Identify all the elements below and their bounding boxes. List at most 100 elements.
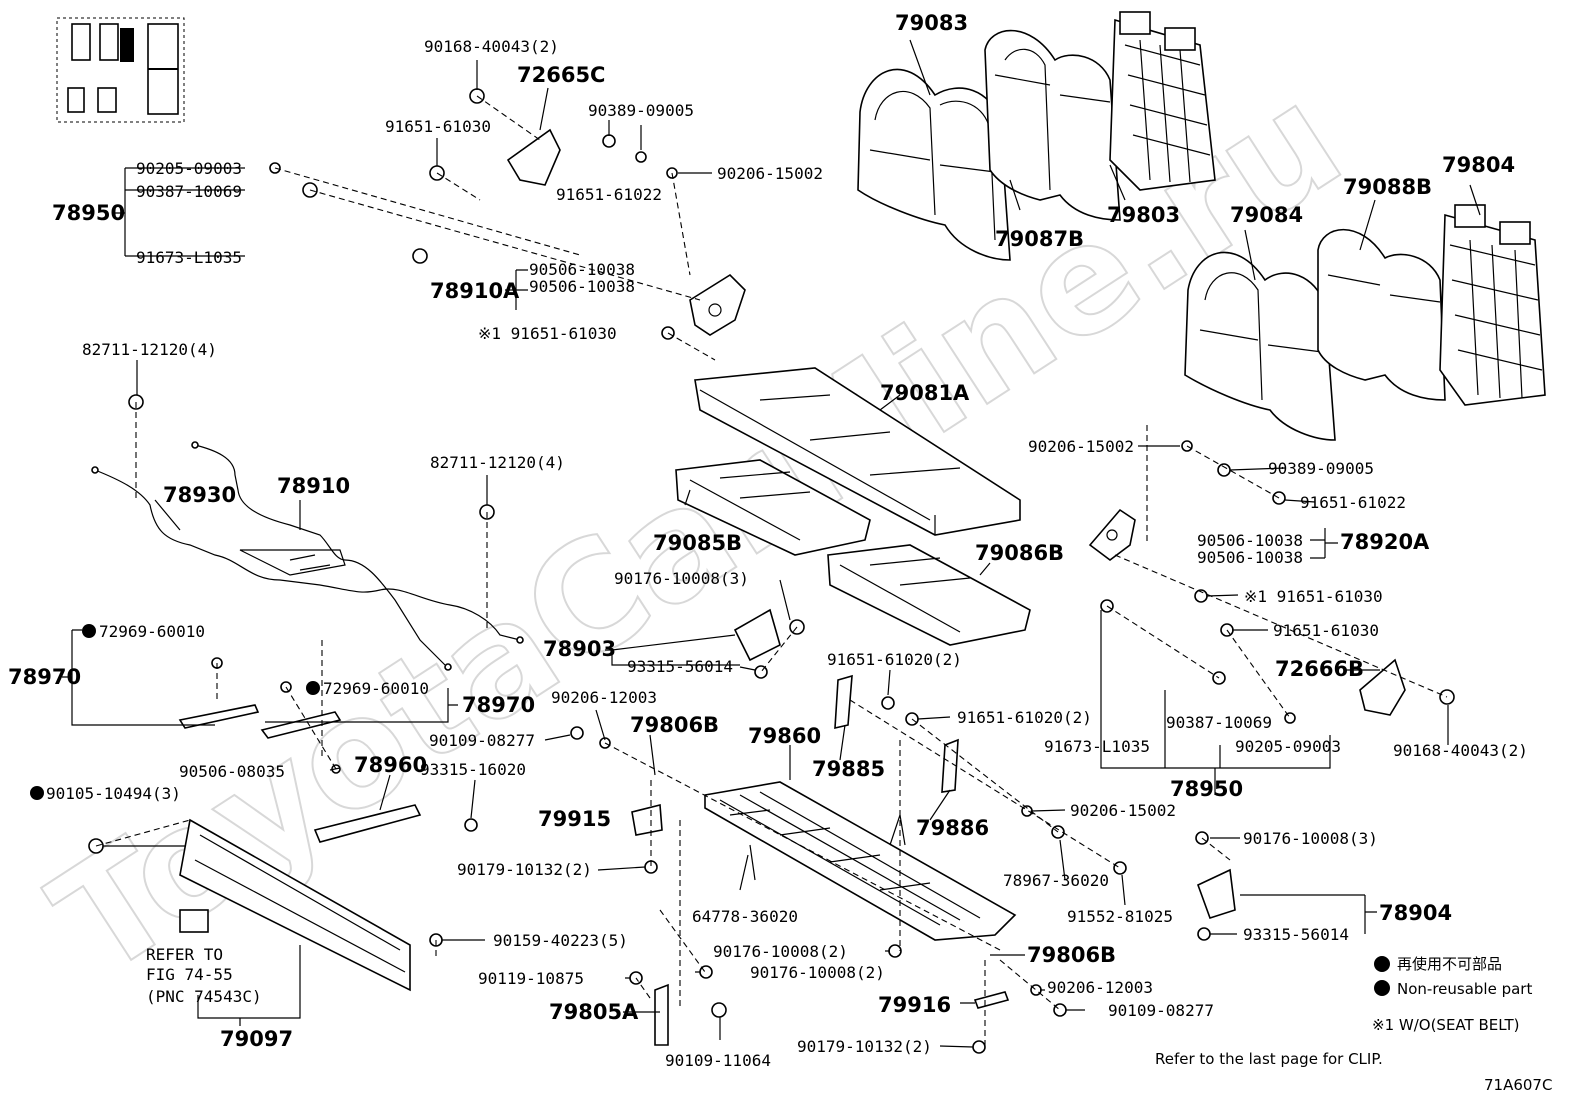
part-label: 90206-15002 xyxy=(1028,437,1134,456)
big-label: 78970 xyxy=(462,693,535,717)
legend-jp: 再使用不可部品 xyxy=(1397,955,1502,973)
hinge-bracket-78910A xyxy=(689,273,746,336)
hinge-bracket-78920A xyxy=(1088,508,1136,561)
big-label: 78970 xyxy=(8,665,81,689)
part-label: 90387-10069 xyxy=(1166,713,1272,732)
part-label: 90159-40223(5) xyxy=(493,931,628,950)
group-brackets xyxy=(62,167,1377,1026)
part-label: ※1 91651-61030 xyxy=(478,324,617,343)
seat-cushion-79085B xyxy=(675,459,871,556)
part-label: 91673-L1035 xyxy=(1044,737,1150,756)
big-label: 79804 xyxy=(1442,153,1515,177)
part-label: 90176-10008(2) xyxy=(750,963,885,982)
seat-back-frame-79804 xyxy=(1439,204,1546,406)
part-label: 90176-10008(3) xyxy=(1243,829,1378,848)
part-label: 90206-15002 xyxy=(717,164,823,183)
part-label: 91651-61020(2) xyxy=(957,708,1092,727)
part-label: 90389-09005 xyxy=(1268,459,1374,478)
assembly-lines xyxy=(95,95,1448,1047)
big-label: 78910 xyxy=(277,474,350,498)
strap-78970-right xyxy=(260,711,342,739)
part-label: 82711-12120(4) xyxy=(430,453,565,472)
big-label: 79916 xyxy=(878,993,951,1017)
big-label: 78904 xyxy=(1379,901,1452,925)
refer-line-3: (PNC 74543C) xyxy=(146,987,262,1006)
bracket-79916 xyxy=(973,991,1010,1009)
part-label: 90206-12003 xyxy=(551,688,657,707)
big-label: 78903 xyxy=(543,637,616,661)
bracket-79805A xyxy=(654,983,669,1046)
big-label: 79886 xyxy=(916,816,989,840)
part-label: 93315-56014 xyxy=(627,657,733,676)
seat-back-left-large xyxy=(857,29,1121,261)
part-label: 90176-10008(3) xyxy=(614,569,749,588)
part-label: 91651-61022 xyxy=(1300,493,1406,512)
part-label: 90109-08277 xyxy=(429,731,535,750)
bracket-72666B xyxy=(1359,658,1406,716)
big-label: 78910A xyxy=(430,279,520,303)
refer-line-1: REFER TO xyxy=(146,945,223,964)
part-label: 90105-10494(3) xyxy=(46,784,181,803)
part-label: 90119-10875 xyxy=(478,969,584,988)
part-label: 90179-10132(2) xyxy=(457,860,592,879)
part-label: 90387-10069 xyxy=(136,182,242,201)
big-label: 79915 xyxy=(538,807,611,831)
big-label: 79885 xyxy=(812,757,885,781)
big-label: 79081A xyxy=(880,381,970,405)
part-label: 90109-08277 xyxy=(1108,1001,1214,1020)
footer-note: Refer to the last page for CLIP. xyxy=(1155,1050,1383,1068)
part-label: 90176-10008(2) xyxy=(713,942,848,961)
part-label: 78967-36020 xyxy=(1003,871,1109,890)
big-label: 79805A xyxy=(549,1000,639,1024)
big-label: 79086B xyxy=(975,541,1064,565)
part-label: 90179-10132(2) xyxy=(797,1037,932,1056)
seat-back-frame-79803 xyxy=(1109,11,1216,191)
part-label: 93315-16020 xyxy=(420,760,526,779)
legend-en: Non-reusable part xyxy=(1397,980,1532,998)
leader-lines xyxy=(103,39,1481,1048)
big-label: 79806B xyxy=(1027,943,1116,967)
big-label: 78920A xyxy=(1340,530,1430,554)
part-label: 90206-15002 xyxy=(1070,801,1176,820)
seat-back-right-large xyxy=(1184,228,1446,441)
seat-cushion-79081A xyxy=(694,367,1021,536)
rail-79097 xyxy=(179,818,411,992)
part-label: 72969-60010 xyxy=(323,679,429,698)
seat-frame-79860 xyxy=(704,781,1017,941)
part-label: 64778-36020 xyxy=(692,907,798,926)
bracket-72665C xyxy=(506,128,561,186)
belt-loop-79885 xyxy=(834,674,853,730)
part-label: 90206-12003 xyxy=(1047,978,1153,997)
part-label: 90506-10038 xyxy=(529,260,635,279)
part-label: 90168-40043(2) xyxy=(1393,741,1528,760)
non-reusable-markers xyxy=(30,624,1390,996)
part-label: 90506-10038 xyxy=(1197,531,1303,550)
big-label: 79085B xyxy=(653,531,742,555)
bracket-78904 xyxy=(1196,868,1236,919)
big-label: 79088B xyxy=(1343,175,1432,199)
part-labels: 90168-40043(2) 91651-61030 90389-09005 9… xyxy=(46,37,1528,1070)
big-label: 79803 xyxy=(1107,203,1180,227)
part-label: 90389-09005 xyxy=(588,101,694,120)
big-label: 79083 xyxy=(895,11,968,35)
seat-cushion-79086B xyxy=(827,544,1031,646)
part-label: 91552-81025 xyxy=(1067,907,1173,926)
big-label: 72666B xyxy=(1275,657,1364,681)
big-label: 79084 xyxy=(1230,203,1303,227)
legend-note: ※1 W/O(SEAT BELT) xyxy=(1372,1016,1520,1034)
part-label: 93315-56014 xyxy=(1243,925,1349,944)
cable-assembly xyxy=(91,441,524,671)
assembly-labels: 79083 79087B 79803 79084 79088B 79804 79… xyxy=(8,11,1515,1051)
part-label: 90506-08035 xyxy=(179,762,285,781)
part-label: 91673-L1035 xyxy=(136,248,242,267)
part-label: 90205-09003 xyxy=(1235,737,1341,756)
big-label: 79860 xyxy=(748,724,821,748)
part-label: 90205-09003 xyxy=(136,159,242,178)
bracket-78960 xyxy=(313,804,422,843)
big-label: 78930 xyxy=(163,483,236,507)
part-label: 91651-61030 xyxy=(1273,621,1379,640)
part-label: 91651-61030 xyxy=(385,117,491,136)
legend: 再使用不可部品 Non-reusable part ※1 W/O(SEAT BE… xyxy=(1372,955,1532,1034)
part-label: 91651-61020(2) xyxy=(827,650,962,669)
